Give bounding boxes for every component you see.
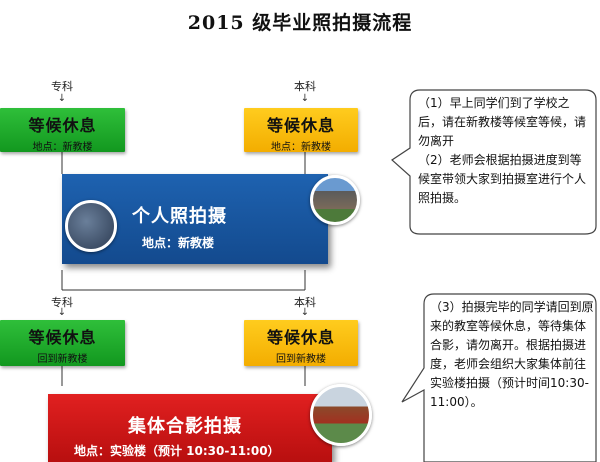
group-photo-step: 集体合影拍摄 地点：实验楼（预计 10:30-11:00） [48,394,332,462]
wait-box-location: 地点：新教楼 [271,142,331,153]
note-text-2: （3）拍摄完毕的同学请回到原来的教室等候休息，等待集体合影，请勿离开。根据拍摄进… [430,300,594,409]
step-location: 地点：新教楼 [142,236,215,250]
wait-box-location: 回到新教楼 [37,354,88,365]
wait-box-location: 回到新教楼 [276,354,326,365]
note-text-1: （1）早上同学们到了学校之后，请在新教楼等候室等候，请勿离开 （2）老师会根据拍… [418,96,587,205]
step-location: 地点：实验楼（预计 10:30-11:00） [74,444,280,458]
step-heading: 个人照拍摄 [132,206,227,227]
arrow-down-icon: ↓ [300,93,310,104]
wait-box-heading: 等候休息 [266,328,335,347]
note-bubble-1 [391,89,597,235]
wait-box-heading: 等候休息 [28,116,97,135]
label-benke-1: 本科 [294,80,316,93]
lab-building-photo-image [310,384,372,446]
student-photo-image [65,200,117,252]
arrow-down-icon: ↓ [57,93,67,104]
label-zhuanke-1: 专科 [51,80,73,93]
wait-box-zhuanke-2: 等候休息 回到新教楼 [0,320,125,366]
wait-box-heading: 等候休息 [28,328,97,347]
arrow-down-icon: ↓ [300,307,310,318]
arrow-down-icon: ↓ [57,307,67,318]
building-photo-image [310,175,360,225]
wait-box-heading: 等候休息 [266,116,335,135]
label-benke-2: 本科 [294,296,316,309]
note-bubble-2 [401,293,597,462]
wait-box-zhuanke-1: 等候休息 地点：新教楼 [0,108,125,153]
wait-box-benke-2: 等候休息 回到新教楼 [244,320,358,366]
step-heading: 集体合影拍摄 [128,416,242,437]
wait-box-location: 地点：新教楼 [32,142,93,153]
label-zhuanke-2: 专科 [51,296,73,309]
page-title: 2015 级毕业照拍摄流程 [187,12,413,34]
wait-box-benke-1: 等候休息 地点：新教楼 [244,108,358,153]
